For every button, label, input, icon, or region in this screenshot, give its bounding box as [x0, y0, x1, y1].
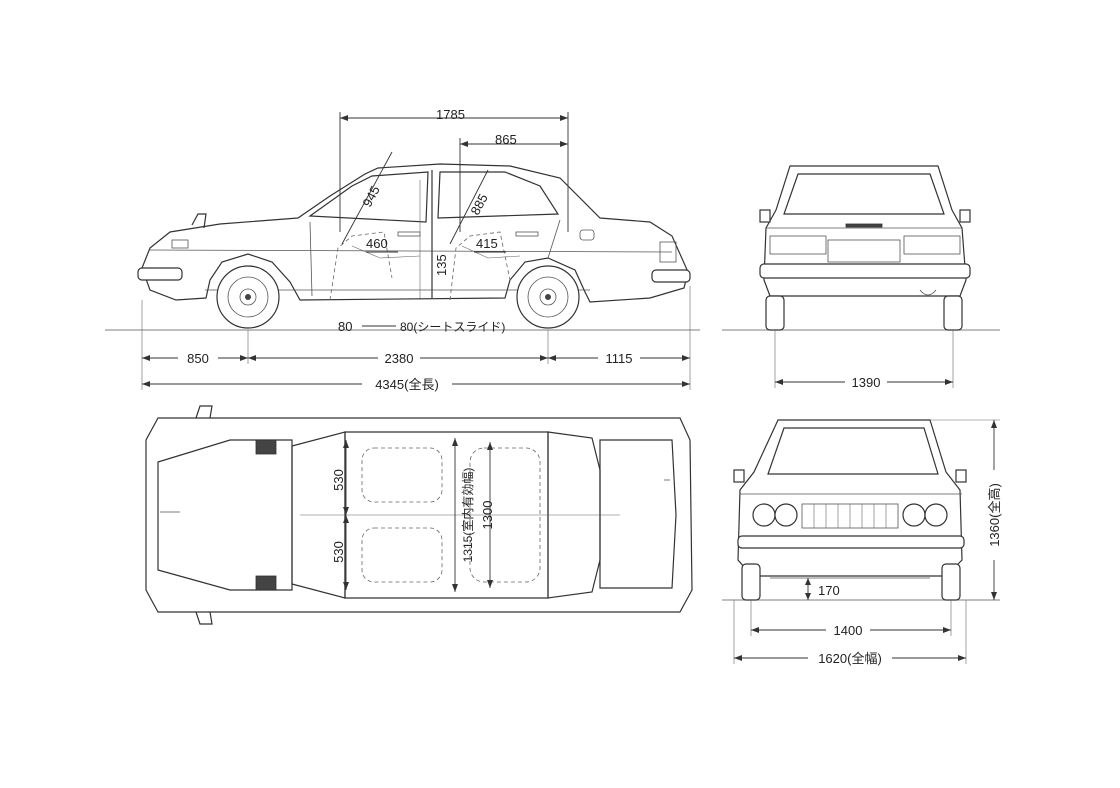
dim-label-rear-back-height: 885 [467, 191, 490, 217]
dim-label-seat-slide-note: 80(シートスライド) [400, 320, 505, 334]
top-front-left-seat [361, 447, 443, 503]
label-bg-front-overhang [178, 350, 218, 366]
side-front-door-edge [309, 221, 313, 297]
top-view: 530 530 1315(室内有効幅) 1300 [145, 405, 693, 625]
rear-exhaust [919, 289, 937, 296]
rear-plate [827, 239, 901, 263]
side-seat-track-dim [339, 112, 569, 232]
front-left-mirror [733, 469, 745, 483]
rear-right-tire [943, 295, 963, 331]
dim-label-ground-clearance: 170 [818, 583, 840, 598]
dim-label-top-interior-width: 1315(室内有効幅) [460, 468, 475, 563]
dim-label-front-track: 1400 [834, 623, 863, 638]
label-bg-wheelbase [378, 350, 420, 366]
side-rear-back-dim [449, 169, 489, 245]
front-right-mirror [955, 469, 967, 483]
dim-label-overall-height: 1360(全高) [987, 483, 1002, 547]
side-front-wheel [216, 265, 280, 329]
label-bg-rear-overhang [598, 350, 640, 366]
rear-view: 1390 [722, 165, 1000, 390]
front-ground-clearance-dim [805, 578, 811, 600]
dim-label-vertical: 135 [434, 254, 449, 276]
dim-label-front-overhang: 850 [187, 351, 209, 366]
dim-label-seat-slide: 80 [338, 319, 352, 334]
rear-bumper [759, 263, 971, 279]
side-rear-track-dim [459, 138, 568, 232]
rear-left-mirror [759, 209, 771, 223]
front-grille-bars [813, 504, 887, 528]
front-bumper [737, 535, 965, 549]
label-bg-overall-height [986, 470, 1002, 560]
rear-left-tire [765, 295, 785, 331]
front-left-outer-lamp [752, 503, 776, 527]
dim-label-rear-legroom: 415 [476, 236, 498, 251]
front-windshield [767, 427, 939, 475]
side-head-lamp [171, 239, 189, 249]
dim-label-top-rear-seat-width: 530 [331, 541, 346, 563]
side-belt-line [149, 249, 673, 253]
dim-label-rear-track: 865 [495, 132, 517, 147]
rear-right-lamp [903, 235, 961, 255]
side-rear-occupant [461, 245, 521, 259]
side-rear-seat [449, 231, 511, 301]
side-front-back-dim [341, 151, 393, 245]
label-bg-rear-track [845, 374, 887, 390]
top-seat-width-dims [343, 438, 493, 592]
dim-label-seat-track: 1785 [436, 107, 465, 122]
side-rear-window [437, 171, 560, 219]
top-trunk [599, 439, 677, 589]
rear-left-lamp [769, 235, 827, 255]
side-rear-wheel [516, 265, 580, 329]
top-right-mirror [195, 611, 213, 625]
dim-label-top-front-seat-width: 530 [331, 469, 346, 491]
label-bg-front-track [826, 622, 870, 638]
side-front-handle [397, 231, 421, 237]
dim-label-front-legroom: 460 [366, 236, 388, 251]
side-fuel-lid [579, 229, 595, 241]
side-front-occupant [351, 245, 421, 259]
front-view: 170 1400 1620(全幅) 1360(全高) [722, 419, 1002, 666]
label-bg-overall-width [808, 650, 892, 666]
top-right-cowl [255, 575, 277, 591]
side-rear-bumper [651, 269, 691, 283]
side-rear-handle [515, 231, 539, 237]
side-tail-lamp [659, 241, 677, 263]
top-front-right-seat [361, 527, 443, 583]
dim-label-overall-width: 1620(全幅) [818, 651, 882, 666]
side-rear-door-edge [547, 219, 561, 259]
rear-right-mirror [959, 209, 971, 223]
dim-label-rear-overhang: 1115 [606, 351, 633, 366]
side-front-seat [329, 231, 393, 301]
side-mirror [191, 213, 207, 229]
top-body-outline [145, 417, 693, 613]
top-left-cowl [255, 439, 277, 455]
label-bg-overall-length [362, 376, 452, 392]
top-hood [157, 439, 293, 591]
rear-emblem [845, 223, 883, 228]
front-left-tire [741, 563, 761, 601]
front-right-inner-lamp [902, 503, 926, 527]
dim-label-rear-track: 1390 [852, 375, 881, 390]
side-view: 1785 865 945 885 460 415 135 80 80(シートスラ… [105, 107, 700, 392]
dim-label-wheelbase: 2380 [385, 351, 414, 366]
dim-label-top-rear-interior: 1300 [480, 501, 495, 530]
rear-window [783, 173, 945, 215]
side-body-outline [141, 163, 689, 303]
top-left-mirror [195, 405, 213, 419]
side-front-bumper [137, 267, 183, 281]
front-left-inner-lamp [774, 503, 798, 527]
front-right-outer-lamp [924, 503, 948, 527]
side-front-window [308, 171, 429, 223]
front-right-tire [941, 563, 961, 601]
dim-label-overall-length: 4345(全長) [375, 377, 439, 392]
